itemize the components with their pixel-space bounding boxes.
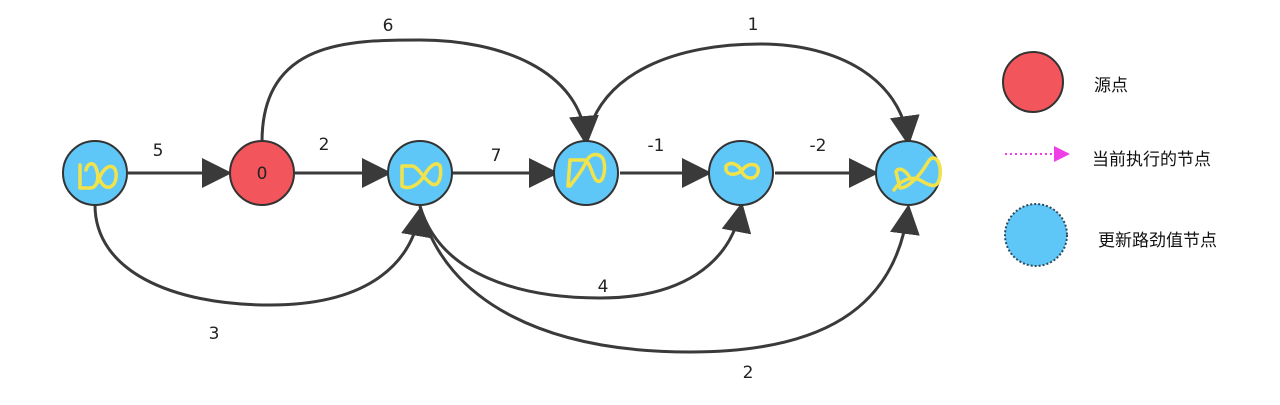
infinity-scribble-icon (724, 161, 760, 180)
weight-a-b: 3 (209, 324, 220, 344)
node-e (875, 140, 943, 206)
edge-b-d (418, 202, 752, 300)
infinity-scribble-icon (566, 152, 607, 188)
source-node-label: 0 (257, 164, 268, 184)
node-b (387, 140, 453, 206)
weight-d-e: -2 (810, 136, 827, 156)
legend-updated-label: 更新路劲值节点 (1098, 231, 1217, 251)
weight-b-d: 4 (598, 277, 609, 297)
infinity-scribble-icon (892, 156, 943, 192)
legend-current-label: 当前执行的节点 (1092, 150, 1211, 170)
legend-source-label: 源点 (1094, 76, 1128, 96)
weight-b-e: 2 (743, 363, 754, 383)
node-c (553, 140, 619, 206)
node-source: 0 (229, 140, 295, 206)
node-a (62, 140, 128, 206)
edge-b-e (418, 204, 920, 354)
infinity-scribble-icon (400, 162, 443, 190)
weight-s-b: 2 (319, 135, 330, 155)
weight-s-c: 6 (383, 16, 394, 36)
infinity-scribble-icon (78, 162, 118, 190)
weight-b-c: 7 (491, 146, 502, 166)
edge-s-c (260, 38, 599, 146)
node-d (708, 140, 774, 206)
legend-updated-swatch (1004, 203, 1068, 267)
legend-source-swatch (1002, 51, 1064, 113)
edge-a-b (93, 204, 431, 307)
weight-c-d: -1 (648, 136, 665, 156)
weight-a-s: 5 (153, 141, 164, 161)
edge-c-e (584, 42, 920, 146)
weight-c-e: 1 (748, 15, 759, 35)
